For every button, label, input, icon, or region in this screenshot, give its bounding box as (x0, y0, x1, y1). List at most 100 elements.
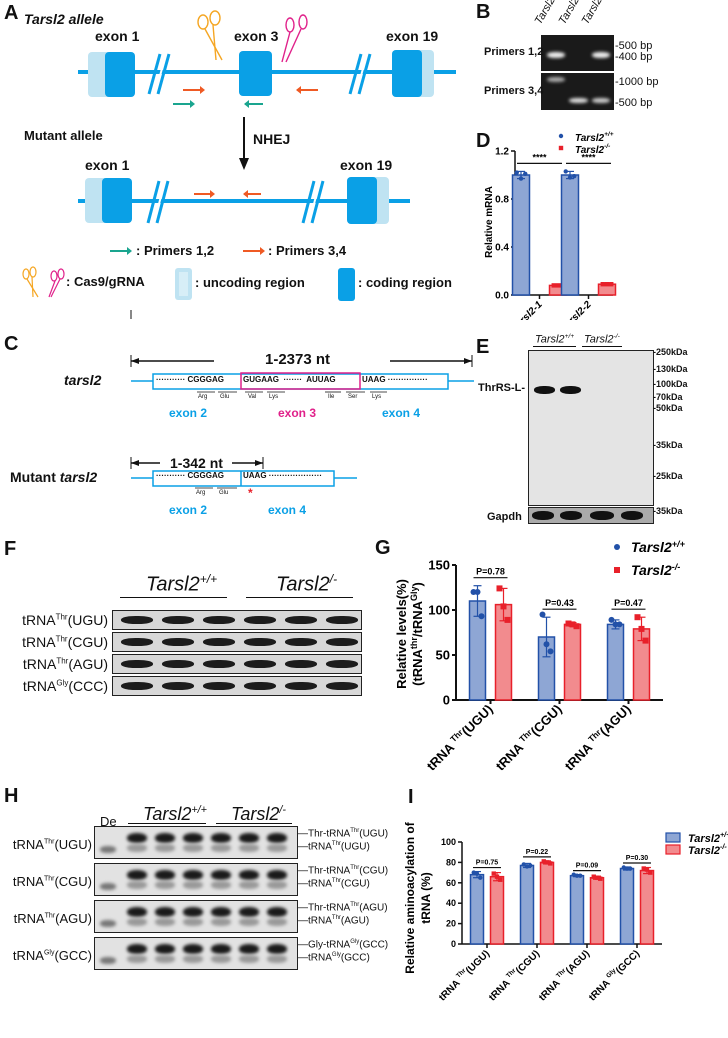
blot-band (211, 944, 231, 954)
legend-primers12-icon (110, 247, 132, 255)
gel-band (547, 52, 565, 58)
blot-row-label: tRNAThr(CGU) (22, 634, 108, 650)
aa-label: Val (248, 394, 257, 400)
break-mark (147, 53, 162, 95)
blot-band (203, 660, 235, 668)
mut-seq-left: ··········· CGGGAG (156, 471, 224, 480)
western-blot-gapdh (528, 507, 654, 524)
aa-label: Ile (328, 394, 335, 400)
panel-label-d: D (476, 130, 491, 152)
x-tick-label: Tarsl2-1 (510, 299, 545, 320)
data-point (573, 623, 580, 630)
blot-band (100, 920, 116, 927)
wt-seq-right: UAAG ··············· (362, 375, 428, 384)
mw-marker: -25kDa (653, 471, 683, 481)
blot-band (560, 386, 581, 394)
blot-band (127, 955, 147, 963)
significance-label: P=0.75 (476, 860, 498, 867)
bar (589, 876, 605, 945)
aminoacylation-blot-row (94, 863, 298, 896)
data-point (565, 620, 572, 627)
blot-band (267, 833, 287, 843)
gapdh-label: Gapdh (487, 511, 522, 523)
mut-exon1-label: exon 1 (85, 157, 130, 173)
data-point (648, 870, 653, 875)
blot-row-label: tRNAThr(UGU) (22, 612, 108, 628)
bar (469, 873, 485, 945)
legend-marker (558, 133, 564, 139)
blot-band (211, 844, 231, 852)
blot-band (155, 955, 175, 963)
blot-band (326, 660, 358, 668)
data-point (569, 621, 576, 628)
blot-band (239, 907, 259, 917)
blot-band (127, 944, 147, 954)
break-mark (348, 53, 363, 95)
y-tick-label: 40 (446, 898, 456, 908)
y-tick-label: 80 (446, 857, 456, 867)
blot-row-label: tRNAThr(CGU) (12, 874, 92, 889)
primer-arrow-icon (296, 86, 318, 94)
gel-row-label: Primers 1,2 (484, 46, 544, 58)
blot-band (211, 881, 231, 889)
data-point (555, 283, 561, 288)
wt-seq-left: ··········· CGGGAG (156, 375, 224, 384)
significance-label: **** (581, 152, 596, 162)
blot-band (121, 638, 153, 646)
data-point (514, 170, 519, 175)
group-label: Tarsl2-/- (582, 333, 622, 347)
mw-marker: -35kDa (653, 440, 683, 450)
data-point (521, 862, 526, 867)
blot-band (162, 638, 194, 646)
blot-band (162, 660, 194, 668)
blot-band (183, 944, 203, 954)
blot-band (183, 870, 203, 880)
mutant-allele-title: Mutant allele (24, 128, 103, 143)
blot-band (155, 918, 175, 926)
blot-band (183, 907, 203, 917)
y-tick-label: 100 (428, 602, 450, 617)
blot-band (100, 883, 116, 890)
blot-band (621, 511, 643, 520)
gel-marker: -500 bp (615, 40, 653, 52)
legend-primers34-icon (243, 247, 265, 255)
blot-band (155, 907, 175, 917)
blot-band (244, 682, 276, 690)
data-point (644, 867, 650, 872)
data-point (478, 875, 483, 880)
bar (560, 174, 580, 296)
x-tick-label: tRNA Thr(UGU) (436, 947, 492, 1003)
chart-d: 0.00.40.81.2Tarsl2-1****Tarsl2-2****Tars… (484, 131, 617, 320)
denatured-label: De (100, 814, 117, 829)
mut-range-label: 1-342 nt (170, 455, 223, 471)
western-blot-thrrs (528, 350, 654, 506)
data-point (616, 621, 623, 628)
aa-label: Ser (348, 394, 358, 400)
blot-band (155, 944, 175, 954)
group-label: Tarsl2+/+ (146, 572, 218, 596)
bar (539, 861, 555, 945)
blot-band (326, 682, 358, 690)
exon3-label: exon 3 (278, 406, 317, 420)
data-point (600, 282, 605, 287)
significance-label: P=0.43 (545, 598, 574, 608)
blot-band (127, 870, 147, 880)
blot-band (239, 833, 259, 843)
panel-label-i: I (408, 786, 414, 808)
legend-coding: : coding region (358, 275, 452, 290)
gel-primers12 (541, 35, 614, 71)
transcript-diagram (130, 310, 474, 489)
bar (519, 864, 535, 945)
panel-label-h: H (4, 785, 19, 807)
gel-row-label: Primers 3,4 (484, 85, 544, 97)
mut-exon19-label: exon 19 (340, 157, 393, 173)
mut-exon4-label: exon 4 (268, 503, 307, 517)
panel-label-b: B (476, 1, 491, 23)
legend-coding-swatch (338, 268, 355, 301)
group-underline (216, 823, 292, 824)
band-label-upper: —Gly-tRNAGly(GCC) (298, 939, 389, 951)
bar (639, 869, 655, 945)
data-point (547, 648, 554, 655)
aa-label: Lys (372, 394, 382, 400)
blot-row-label: tRNAThr(AGU) (22, 656, 108, 672)
